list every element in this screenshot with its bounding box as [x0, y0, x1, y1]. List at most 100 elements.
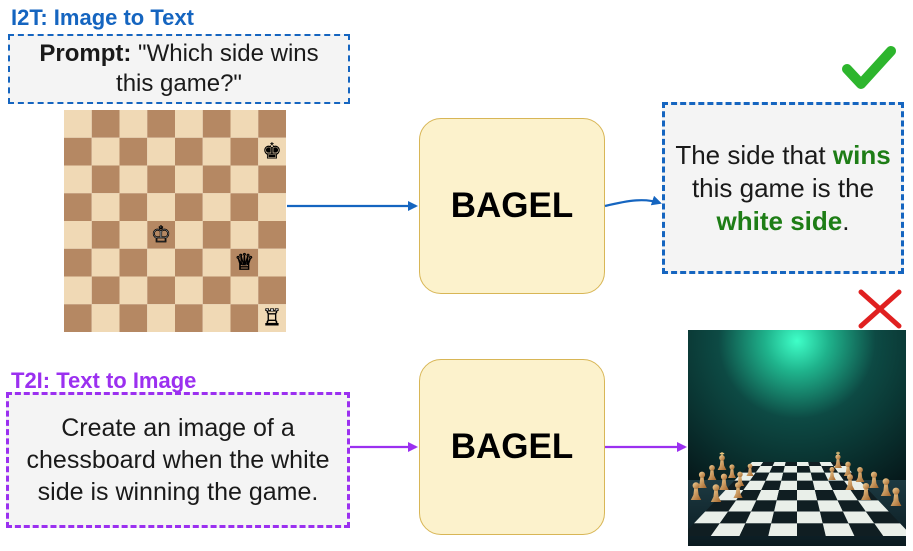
generated-board-square: [783, 466, 797, 473]
board-square: [147, 221, 175, 249]
board-square: [147, 304, 175, 332]
board-square: [64, 110, 92, 138]
board-square: [175, 304, 203, 332]
generated-board-square: [743, 480, 766, 491]
generated-board-square: [814, 490, 838, 501]
generated-chess-piece: [719, 473, 729, 490]
generated-board-square: [756, 490, 780, 501]
check-mark-icon: [842, 44, 896, 92]
answer-highlight-white-side: white side: [716, 205, 843, 236]
board-square: [119, 304, 148, 332]
generated-board-square: [772, 462, 786, 467]
answer-part-3: .: [842, 205, 850, 236]
generated-board-square: [817, 500, 843, 512]
generated-board-square: [776, 490, 797, 501]
board-square: [175, 110, 203, 138]
generated-board-square: [765, 472, 784, 481]
generated-board-square: [874, 523, 906, 536]
board-square: [230, 110, 259, 138]
board-square: [258, 304, 286, 332]
generated-chess-piece: [728, 464, 736, 478]
generated-chess-piece: [843, 461, 853, 476]
board-square: [230, 137, 259, 166]
i2t-section-title: I2T: Image to Text: [11, 5, 194, 30]
t2i-prompt-text: Create an image of a chessboard when the…: [26, 414, 330, 506]
board-square: [147, 137, 175, 166]
board-square: [119, 110, 148, 138]
generated-board-square: [751, 500, 777, 512]
board-square: [119, 193, 148, 221]
i2t-answer-box: The side that wins this game is the whit…: [662, 102, 904, 274]
generated-chess-piece: [890, 487, 902, 506]
generated-board-square: [797, 511, 823, 524]
generated-board-square: [749, 472, 770, 481]
white-queen-piece: ♕: [234, 250, 254, 276]
generated-board-square: [809, 466, 825, 473]
white-rook-piece: ♖: [262, 305, 282, 331]
board-square: [258, 193, 286, 221]
board-square: [202, 193, 231, 221]
board-square: [202, 137, 231, 166]
generated-board-square: [728, 500, 757, 512]
board-square: [119, 165, 148, 194]
board-square: [119, 276, 148, 305]
board-square: [258, 221, 286, 249]
generated-board-square: [797, 500, 820, 512]
i2t-prompt-text: Prompt: "Which side wins this game?": [20, 39, 338, 99]
generated-board-square: [797, 490, 818, 501]
answer-part-1: The side that: [675, 139, 833, 170]
generated-chess-piece: [880, 478, 892, 496]
board-square: [147, 193, 175, 221]
generated-board-square: [769, 466, 785, 473]
generated-chess-piece: [733, 482, 743, 498]
black-king-piece: ♚: [262, 139, 282, 165]
chessboard: ♚♔♕♖: [64, 110, 286, 332]
generated-board-square: [808, 462, 822, 467]
generated-chess-piece: [710, 484, 722, 502]
board-square: [64, 248, 92, 277]
board-square: [230, 193, 259, 221]
chessboard-image: ♚♔♕♖: [64, 110, 286, 332]
generated-board-square: [797, 466, 811, 473]
board-square: [91, 248, 120, 277]
board-square: [230, 248, 259, 277]
generated-board-square: [710, 523, 746, 536]
board-square: [230, 276, 259, 305]
board-square: [64, 193, 92, 221]
board-square: [119, 137, 148, 166]
board-square: [202, 276, 231, 305]
generated-board-square: [745, 511, 775, 524]
generated-board-square: [705, 500, 737, 512]
board-square: [175, 193, 203, 221]
generated-board-square: [837, 500, 866, 512]
generated-board-square: [784, 462, 797, 467]
generated-board-square: [832, 490, 858, 501]
board-square: [147, 248, 175, 277]
generated-chess-image: [688, 330, 906, 546]
generated-board-square: [719, 511, 752, 524]
generated-board-square: [819, 462, 834, 467]
board-square: [64, 221, 92, 249]
generated-board-square: [848, 523, 884, 536]
generated-board-square: [797, 523, 826, 536]
board-square: [147, 165, 175, 194]
board-square: [258, 110, 286, 138]
cross-mark-icon: [856, 288, 904, 330]
board-square: [175, 248, 203, 277]
t2i-section-title: T2I: Text to Image: [11, 368, 197, 393]
board-square: [258, 137, 286, 166]
generated-chess-piece: [746, 463, 754, 476]
generated-board-square: [857, 500, 889, 512]
board-square: [175, 221, 203, 249]
board-square: [175, 165, 203, 194]
board-square: [230, 165, 259, 194]
board-square: [119, 221, 148, 249]
board-square: [64, 137, 92, 166]
generated-chess-piece: [717, 452, 727, 470]
board-square: [91, 137, 120, 166]
board-square: [147, 276, 175, 305]
board-square: [91, 221, 120, 249]
generated-board-square: [755, 466, 773, 473]
generated-chess-piece: [828, 467, 836, 480]
generated-chess-piece: [690, 482, 702, 500]
